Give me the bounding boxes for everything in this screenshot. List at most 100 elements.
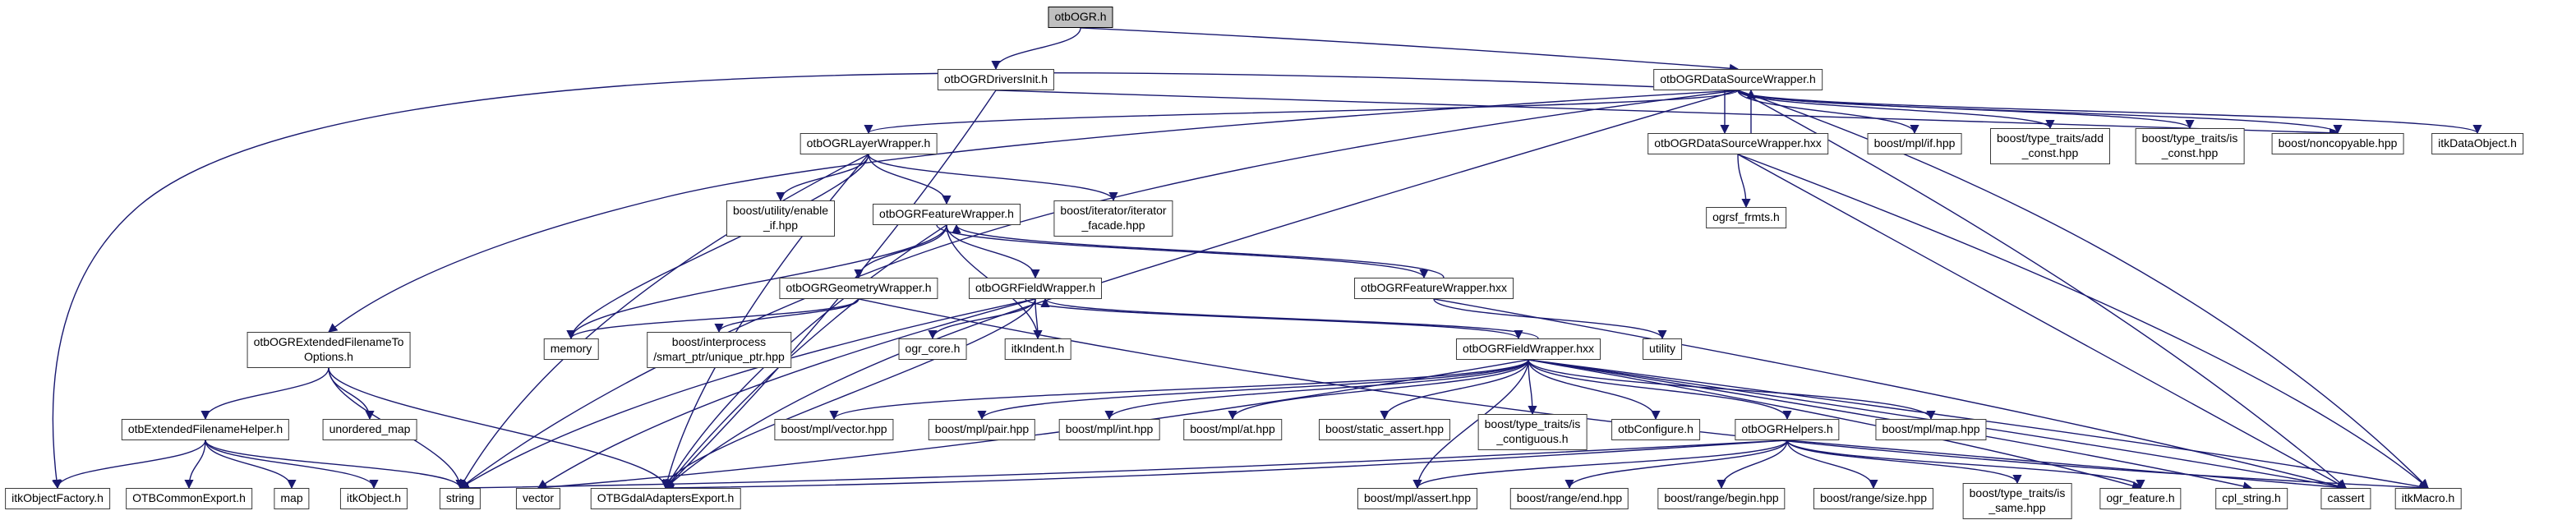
include-edge-dsw_h-to-itkMacro [1737,90,2429,489]
include-edge-dsw_h-to-string [459,90,1739,489]
include-edge-extfn2opt-to-gdalExport [328,367,670,490]
graph-node-map: map [274,488,310,509]
include-edge-field_h-to-field_hxx [1025,298,1523,340]
graph-node-range_size: boost/range/size.hpp [1813,488,1933,509]
include-edge-dsw_hxx-to-itkMacro [1737,154,2429,489]
include-edge-dsw_h-to-layer_h [864,90,1739,135]
graph-node-itkObject: itkObject.h [339,488,408,509]
graph-node-mpl_assert: boost/mpl/assert.hpp [1357,488,1477,509]
include-edge-extfnhelper-to-map [205,439,297,490]
include-edge-otbOGR_h-to-dsw_h [1080,27,1740,73]
graph-node-static_assert: boost/static_assert.hpp [1319,419,1450,440]
graph-node-iter_facade: boost/iterator/iterator _facade.hpp [1053,200,1173,237]
graph-node-itkMacro: itkMacro.h [2394,488,2462,509]
include-edge-extfnhelper-to-itkObjectFactory [53,439,206,490]
graph-node-dsw_hxx[interactable]: otbOGRDataSourceWrapper.hxx [1647,133,1828,154]
include-edge-field_h-to-vector [537,298,1036,489]
graph-node-cassert: cassert [2320,488,2371,509]
include-edge-dsw_h-to-mpl_if [1737,90,1919,135]
include-edge-layer_h-to-iter_facade [868,154,1118,202]
include-edge-helpers-to-mpl_assert [1412,439,1788,490]
graph-node-extfn2opt[interactable]: otbOGRExtendedFilenameTo Options.h [247,332,411,368]
include-edge-dsw_hxx-to-cassert [1737,154,2347,489]
include-edge-field_hxx-to-helpers [1528,359,1792,421]
graph-node-geometry_h[interactable]: otbOGRGeometryWrapper.h [779,278,938,299]
include-edge-field_hxx-to-field_h [1040,297,1539,339]
include-edge-dsw_hxx-to-ogrsf [1737,154,1751,209]
graph-node-extfnhelper[interactable]: otbExtendedFilenameHelper.h [121,419,290,440]
graph-node-mpl_if: boost/mpl/if.hpp [1867,133,1962,154]
include-edge-helpers-to-ogr_feature [1786,439,2145,490]
graph-node-dsw_h[interactable]: otbOGRDataSourceWrapper.h [1653,69,1823,90]
include-edge-extfnhelper-to-OTBCommonExport [184,439,206,490]
graph-node-vector: vector [515,488,561,509]
include-edge-field_hxx-to-tt_is_contig [1528,359,1537,416]
include-edge-field_h-to-gdalExport [661,298,1036,490]
graph-node-unique_ptr: boost/interprocess /smart_ptr/unique_ptr… [647,332,791,368]
include-edge-dsw_h-to-itkObjectFactory [52,71,1739,490]
include-edge-field_hxx-to-otbConfigure [1528,359,1661,421]
graph-node-OTBCommonExport: OTBCommonExport.h [126,488,252,509]
include-edge-feature_h-to-field_h [946,224,1040,279]
graph-node-field_hxx[interactable]: otbOGRFieldWrapper.hxx [1455,338,1601,360]
include-edge-feature_hxx-to-utility [1433,298,1667,340]
graph-node-helpers[interactable]: otbOGRHelpers.h [1735,419,1840,440]
include-edge-layer_h-to-string [459,154,869,489]
include-edge-field_hxx-to-mpl_at [1228,359,1529,421]
graph-node-unordered_map: unordered_map [322,419,417,440]
graph-node-mpl_map: boost/mpl/map.hpp [1875,419,1987,440]
include-edge-layer_h-to-memory [566,154,869,340]
graph-node-noncopyable: boost/noncopyable.hpp [2271,133,2404,154]
graph-node-tt_add_const: boost/type_traits/add _const.hpp [1990,128,2110,164]
graph-node-ogrsf: ogrsf_frmts.h [1706,207,1786,228]
include-edge-field_hxx-to-mpl_int [1104,359,1529,421]
graph-node-itkObjectFactory: itkObjectFactory.h [5,488,110,509]
graph-node-range_end: boost/range/end.hpp [1509,488,1629,509]
include-edge-helpers-to-range_end [1564,439,1788,490]
include-edge-field_hxx-to-itkMacro [1528,359,2430,491]
graph-node-memory: memory [543,338,599,360]
graph-node-otbOGR_h: otbOGR.h [1048,7,1113,28]
include-edge-field_hxx-to-cassert [1528,359,2348,491]
graph-node-otbConfigure: otbConfigure.h [1611,419,1700,440]
include-edge-feature_hxx-to-cassert [1433,298,2348,490]
include-edge-field_h-to-ogr_core [928,298,1036,340]
graph-node-ogr_feature: ogr_feature.h [2099,488,2182,509]
graph-node-mpl_at: boost/mpl/at.hpp [1183,419,1282,440]
include-edge-layer_h-to-feature_h [868,154,952,205]
include-edge-dsw_h-to-itkDataObject [1737,90,2482,135]
graph-node-feature_h[interactable]: otbOGRFeatureWrapper.h [873,204,1021,225]
graph-node-mpl_pair: boost/mpl/pair.hpp [928,419,1036,440]
include-edge-dsw_h-to-noncopyable [1737,90,2343,135]
graph-node-string: string [439,488,482,509]
graph-node-field_h[interactable]: otbOGRFieldWrapper.h [968,278,1103,299]
include-edge-dsw_h-to-extfn2opt [328,90,1739,333]
include-edge-field_hxx-to-mpl_vector [829,359,1529,421]
graph-node-tt_is_const: boost/type_traits/is _const.hpp [2135,128,2245,164]
include-edge-helpers-to-tt_is_same [1786,439,2022,485]
include-edge-dsw_h-to-tt_add_const [1737,90,2055,130]
graph-node-range_begin: boost/range/begin.hpp [1657,488,1786,509]
include-edge-helpers-to-cassert [1786,439,2348,492]
include-edge-feature_h-to-feature_hxx [936,224,1429,279]
include-edge-extfnhelper-to-string [205,439,465,490]
include-edge-extfnhelper-to-itkObject [205,439,379,490]
graph-node-feature_hxx[interactable]: otbOGRFeatureWrapper.hxx [1354,278,1514,299]
include-edge-helpers-to-string [459,439,1788,493]
graph-node-layer_h[interactable]: otbOGRLayerWrapper.h [800,133,938,154]
graph-node-ogr_core: ogr_core.h [898,338,967,360]
include-edge-dsw_h-to-cassert [1737,90,2347,489]
include-edge-feature_hxx-to-feature_h [952,223,1445,278]
graph-node-itkDataObject: itkDataObject.h [2431,133,2523,154]
include-edge-otbOGR_h-to-driversInit [991,27,1081,71]
include-edge-feature_h-to-geometry_h [854,224,947,279]
include-edge-extfn2opt-to-extfnhelper [200,367,329,421]
include-edge-field_hxx-to-static_assert [1380,359,1529,421]
graph-node-driversInit[interactable]: otbOGRDriversInit.h [937,69,1055,90]
graph-node-cpl_string: cpl_string.h [2215,488,2288,509]
graph-node-mpl_int: boost/mpl/int.hpp [1058,419,1160,440]
include-edge-field_hxx-to-mpl_pair [977,359,1529,421]
graph-node-enable_if: boost/utility/enable _if.hpp [726,200,835,237]
